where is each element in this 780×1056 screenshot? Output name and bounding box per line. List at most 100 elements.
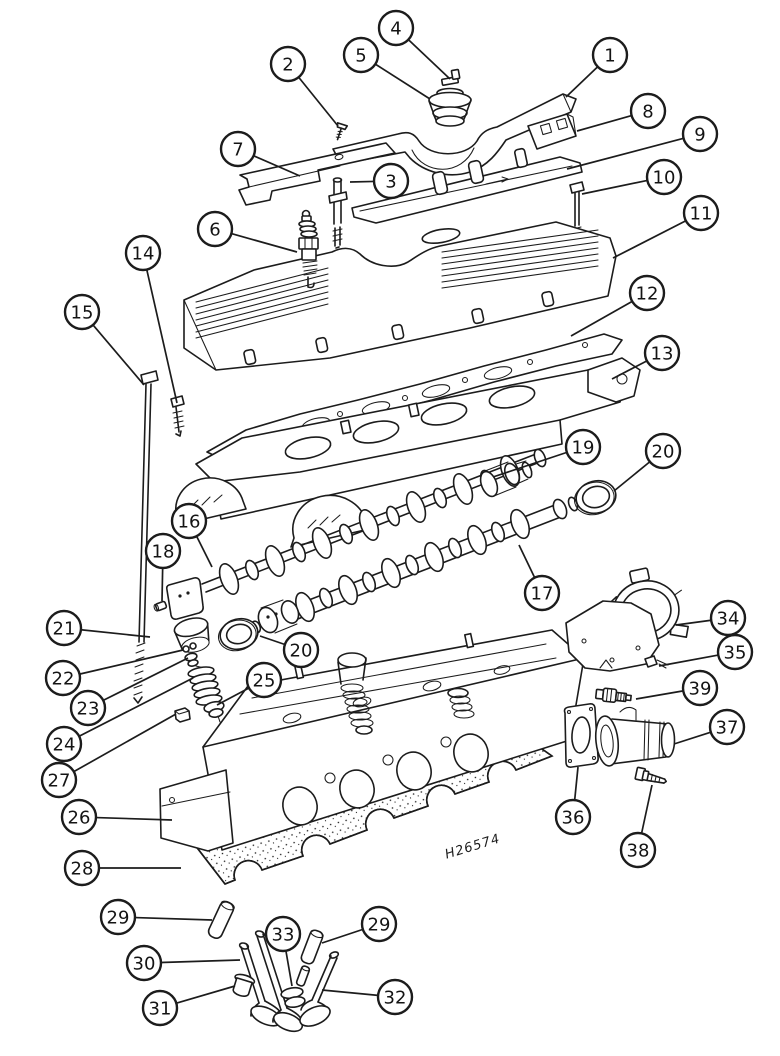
- callout-number: 27: [48, 770, 71, 791]
- leader-line: [612, 219, 687, 259]
- part-22-23-collets: [182, 642, 199, 667]
- callout-number: 12: [636, 283, 659, 304]
- callout-number: 9: [694, 124, 705, 145]
- part-27-spacer-block: [174, 707, 191, 723]
- callout-32: 32: [321, 978, 414, 1016]
- callout-39: 39: [635, 669, 719, 707]
- callout-circle: [523, 574, 561, 612]
- callout-15: 15: [63, 293, 145, 386]
- callout-number: 10: [653, 167, 676, 188]
- leader-line: [161, 567, 164, 602]
- part-stem-piece: [295, 965, 311, 987]
- leader-line: [658, 654, 719, 667]
- part-37-outlet-stub: [594, 706, 676, 767]
- callout-number: 20: [652, 441, 675, 462]
- callout-number: 34: [717, 608, 740, 629]
- callout-circle: [45, 725, 83, 763]
- leader-line: [231, 232, 298, 253]
- leader-line: [613, 461, 651, 492]
- leader-line: [573, 766, 579, 801]
- callout-18: 18: [144, 532, 182, 602]
- part-2-screw: [335, 122, 349, 141]
- callout-12: 12: [570, 274, 666, 337]
- callout-number: 1: [604, 45, 615, 66]
- callout-36: 36: [554, 766, 592, 836]
- leader-line: [102, 657, 189, 702]
- callout-circle: [360, 905, 398, 943]
- leader-line: [570, 300, 633, 337]
- leader-line: [73, 713, 177, 773]
- callout-circle: [554, 798, 592, 836]
- leader-line: [78, 677, 194, 738]
- callout-17: 17: [518, 544, 561, 612]
- callout-circle: [377, 9, 415, 47]
- leader-line: [259, 635, 286, 646]
- callout-circle: [63, 849, 101, 887]
- callout-4: 4: [377, 9, 451, 80]
- callout-number: 37: [716, 717, 739, 738]
- callout-22: 22: [44, 649, 184, 697]
- callout-circle: [269, 45, 307, 83]
- callout-circle: [628, 274, 666, 312]
- part-11-valve-cover: [183, 221, 617, 371]
- leader-line: [253, 155, 301, 177]
- callout-25: 25: [216, 661, 283, 706]
- part-32-valve: [299, 951, 340, 1027]
- callout-circle: [144, 532, 182, 570]
- part-17-camshaft: [250, 496, 579, 634]
- callout-circle: [196, 210, 234, 248]
- part-38-bolt: [634, 766, 668, 784]
- leader-line: [581, 179, 648, 195]
- callout-number: 5: [355, 45, 366, 66]
- callout-circle: [264, 915, 302, 953]
- callout-circle: [124, 234, 162, 272]
- leader-line: [92, 324, 145, 386]
- leader-line: [349, 180, 375, 183]
- leader-line: [675, 619, 712, 626]
- part-36-outlet-gasket: [563, 703, 599, 768]
- callout-circle: [643, 334, 681, 372]
- callout-3: 3: [349, 162, 410, 200]
- callout-11: 11: [612, 194, 720, 259]
- callout-26: 26: [60, 798, 173, 836]
- callout-circle: [69, 689, 107, 727]
- callout-9: 9: [566, 115, 719, 170]
- leader-line: [321, 989, 379, 997]
- callout-number: 22: [52, 668, 75, 689]
- callout-number: 29: [107, 907, 130, 928]
- leader-line: [216, 687, 250, 706]
- callout-circle: [44, 659, 82, 697]
- callout-number: 3: [385, 171, 396, 192]
- callout-number: 6: [209, 219, 220, 240]
- callout-circle: [591, 36, 629, 74]
- callout-35: 35: [658, 633, 754, 671]
- callout-30: 30: [125, 944, 241, 982]
- callout-circle: [372, 162, 410, 200]
- callout-number: 33: [272, 924, 295, 945]
- callout-number: 14: [132, 243, 155, 264]
- callout-circle: [219, 130, 257, 168]
- leader-line: [640, 784, 653, 834]
- callout-circle: [342, 36, 380, 74]
- leader-line: [95, 816, 173, 821]
- callout-circle: [708, 708, 746, 746]
- part-20-seal-ring-front: [217, 617, 259, 652]
- callout-37: 37: [673, 708, 746, 746]
- callout-28: 28: [63, 849, 181, 887]
- callout-6: 6: [196, 210, 298, 253]
- part-26-cylinder-head: [159, 629, 585, 852]
- part-33-spring-seat-washers: [280, 986, 306, 1009]
- part-29-valve-guide-right: [300, 929, 324, 965]
- part-1-top-cover-strip: [332, 93, 577, 176]
- callout-number: 28: [71, 858, 94, 879]
- callout-38: 38: [619, 784, 657, 869]
- leader-line: [160, 959, 241, 964]
- leader-line: [566, 137, 684, 170]
- part-8-bracket: [527, 113, 577, 150]
- callout-circle: [45, 609, 83, 647]
- callout-circle: [682, 194, 720, 232]
- callout-16: 16: [170, 502, 213, 568]
- part-7-cover-plate: [238, 142, 396, 206]
- part-35-shield-plate: [565, 600, 669, 672]
